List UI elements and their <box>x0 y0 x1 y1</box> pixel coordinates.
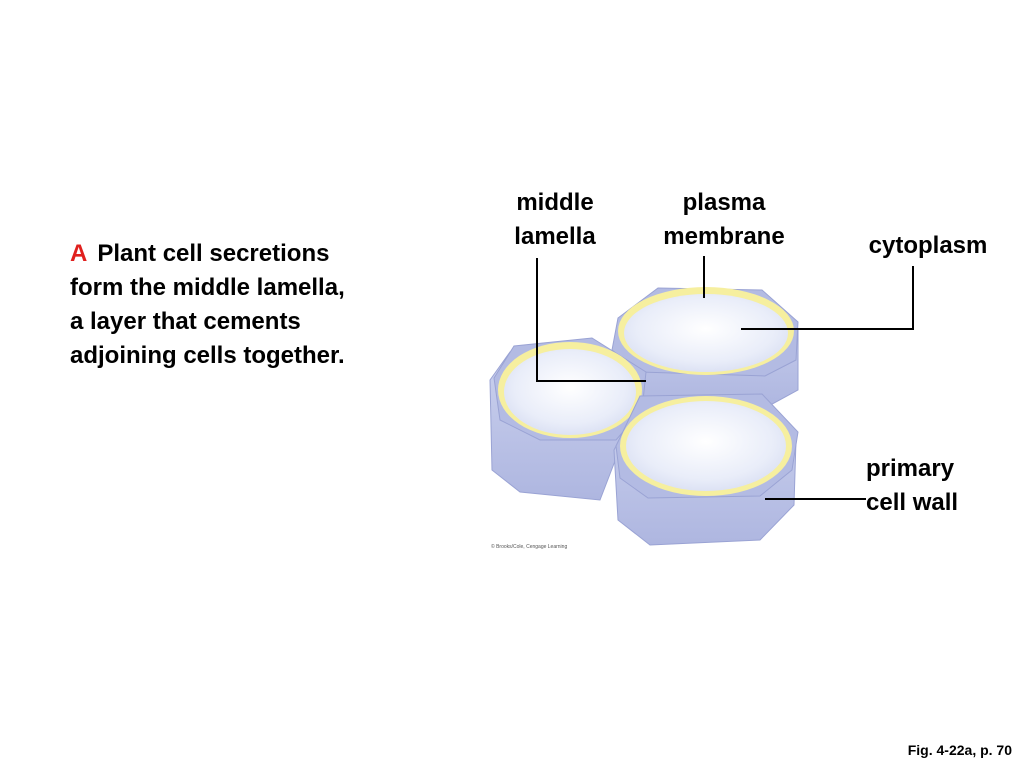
label-plasma-membrane: plasma membrane <box>663 189 785 250</box>
caption-line-2: form the middle lamella, <box>70 274 345 301</box>
copyright-credit: © Brooks/Cole, Cengage Learning <box>491 544 568 550</box>
panel-letter: A <box>70 240 88 267</box>
caption-line-4: adjoining cells together. <box>70 342 345 369</box>
figure-reference: Fig. 4-22a, p. 70 <box>907 742 1012 758</box>
figure-caption: A Plant cell secretions form the middle l… <box>70 237 430 373</box>
leader-cytoplasm <box>741 266 914 330</box>
cell-bottom-right <box>613 393 799 546</box>
leader-middle-lamella <box>536 258 646 382</box>
caption-line-3: a layer that cements <box>70 308 301 335</box>
leader-lines <box>536 256 914 500</box>
label-primary-cell-wall: primary cell wall <box>866 455 959 516</box>
label-middle-lamella: middle lamella <box>514 189 596 250</box>
label-cytoplasm: cytoplasm <box>868 232 988 259</box>
cell-top-right <box>611 287 799 409</box>
caption-line-1: Plant cell secretions <box>97 240 330 267</box>
